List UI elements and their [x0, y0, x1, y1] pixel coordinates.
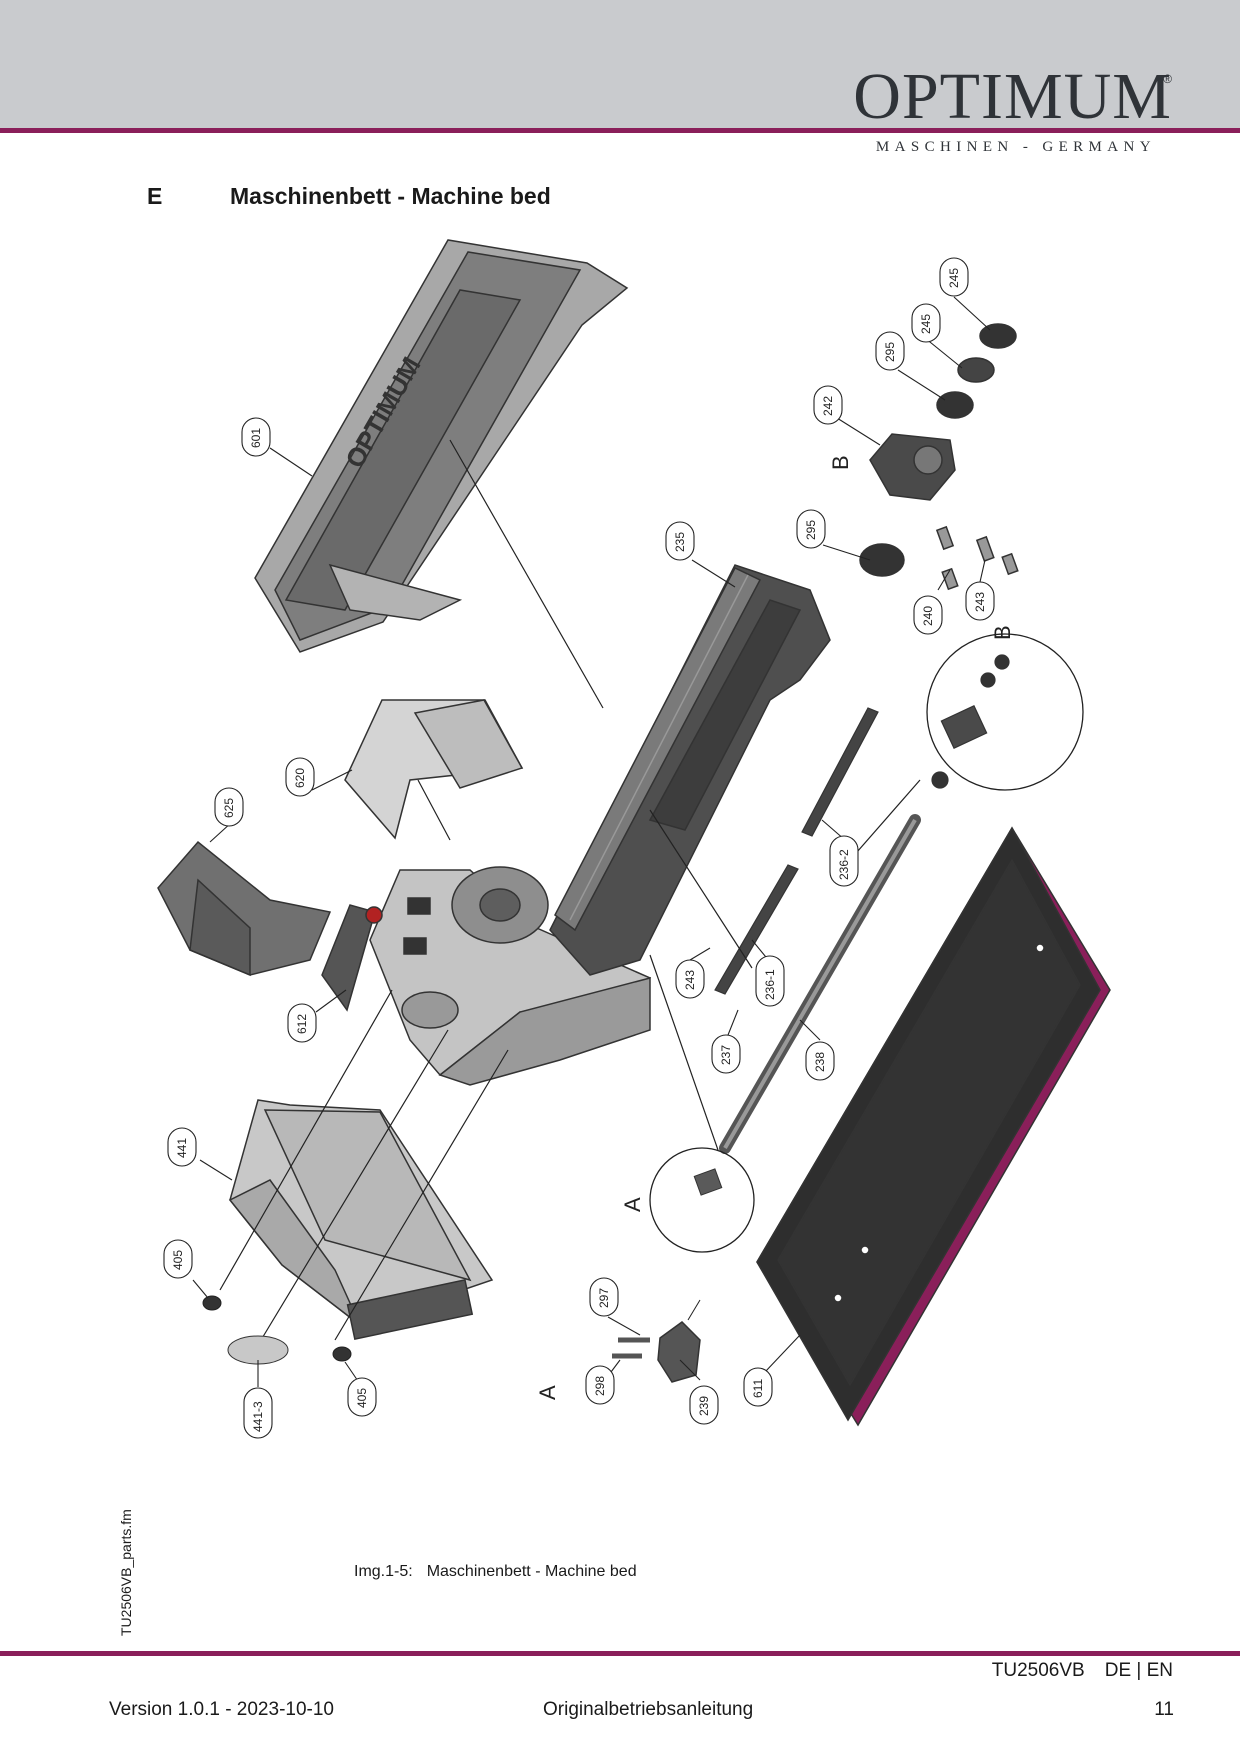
- callout-625: [214, 787, 244, 827]
- callout-405-right: [347, 1377, 377, 1417]
- callout-245: [911, 303, 941, 343]
- header-band: [0, 0, 1240, 128]
- callout-237-text: 237: [719, 1045, 733, 1065]
- brand-logo: OPTIMUM: [853, 60, 1172, 133]
- callout-298-text: 298: [593, 1376, 607, 1396]
- callout-295-top-text: 295: [883, 342, 897, 362]
- callout-612-text: 612: [295, 1014, 309, 1034]
- callout-611-text: 611: [751, 1379, 765, 1398]
- callout-295-text: 295: [804, 520, 818, 540]
- callout-295-top: [875, 331, 905, 371]
- callout-620-text: 620: [293, 768, 307, 788]
- callout-239-text: 239: [697, 1396, 711, 1416]
- callout-243-upper: [965, 581, 995, 621]
- callout-405-left-text: 405: [171, 1250, 185, 1270]
- callout-235: [665, 521, 695, 561]
- callout-243-upper-text: 243: [973, 592, 987, 612]
- callout-441: [167, 1127, 197, 1167]
- caption-number: Img.1-5:: [354, 1563, 413, 1580]
- footer-document-type: Originalbetriebsanleitung: [543, 1699, 754, 1720]
- language-codes: DE | EN: [1104, 1660, 1173, 1681]
- detail-label-b-exploded: B: [828, 455, 853, 470]
- callout-238-text: 238: [813, 1052, 827, 1072]
- callout-235-text: 235: [673, 532, 687, 552]
- callout-245-top-text: 245: [947, 268, 961, 288]
- brand-tagline: MASCHINEN - GERMANY: [875, 139, 1156, 155]
- registered-mark: ®: [1163, 72, 1172, 86]
- callout-236-1: [755, 955, 785, 1007]
- machine-bed-235: [549, 564, 831, 976]
- detail-label-a: A: [620, 1197, 645, 1212]
- callout-295: [796, 509, 826, 549]
- foot-405-left: [202, 1295, 222, 1311]
- callout-242-text: 242: [821, 396, 835, 416]
- cover-disc-441-3: [227, 1335, 289, 1365]
- callout-612: [287, 1003, 317, 1043]
- rack-236-2: [801, 707, 879, 837]
- section-title: Maschinenbett - Machine bed: [230, 183, 551, 209]
- machine-cover-601: OPTIMUM: [254, 239, 629, 653]
- callout-601-text: 601: [249, 428, 263, 448]
- footer-version: Version 1.0.1 - 2023-10-10: [109, 1699, 334, 1720]
- callout-441-text: 441: [175, 1138, 189, 1158]
- foot-405-right: [332, 1346, 352, 1362]
- callout-237: [711, 1034, 741, 1074]
- callout-236-1-text: 236-1: [763, 969, 777, 1000]
- detail-b-exploded: [859, 323, 1019, 591]
- footer-model: TU2506VB DE | EN: [992, 1660, 1173, 1682]
- callout-236-2-text: 236-2: [837, 849, 851, 880]
- callout-236-2: [829, 835, 859, 887]
- detail-circle-b: [926, 633, 1084, 791]
- callout-238: [805, 1041, 835, 1081]
- callout-242: [813, 385, 843, 425]
- callout-441-3-text: 441-3: [251, 1401, 265, 1432]
- callout-297-text: 297: [597, 1288, 611, 1308]
- rack-236-1: [714, 864, 799, 995]
- detail-label-b: B: [990, 625, 1015, 640]
- chip-tray-611: [756, 826, 1111, 1427]
- callout-441-3: [243, 1387, 273, 1439]
- callout-620: [285, 757, 315, 797]
- detail-circle-a: [649, 1147, 755, 1253]
- callout-405-right-text: 405: [355, 1388, 369, 1408]
- figure-caption: Img.1-5: Maschinenbett - Machine bed: [354, 1563, 637, 1581]
- callout-243-lower: [675, 959, 705, 999]
- callout-601: [241, 417, 271, 457]
- footer-rule: [0, 1651, 1240, 1656]
- callout-243-lower-text: 243: [683, 970, 697, 990]
- callout-611: [743, 1367, 773, 1407]
- caption-text: Maschinenbett - Machine bed: [426, 1563, 637, 1580]
- headstock: [365, 866, 652, 1086]
- callout-297: [589, 1277, 619, 1317]
- section-letter: E: [147, 183, 163, 209]
- callout-405-left: [163, 1239, 193, 1279]
- cover-plate-612: [321, 904, 376, 1012]
- callout-298: [585, 1365, 615, 1405]
- bracket-620: [344, 699, 524, 840]
- header-rule: [0, 128, 1240, 133]
- page-number: 11: [1154, 1699, 1174, 1720]
- callout-240: [913, 595, 943, 635]
- callout-239: [689, 1385, 719, 1425]
- source-filename: TU2506VB_parts.fm: [118, 1509, 134, 1636]
- detail-a-exploded: [612, 1299, 701, 1383]
- splash-guard-441: [228, 1099, 494, 1340]
- callout-245-text: 245: [919, 314, 933, 334]
- detail-label-a-exploded: A: [535, 1385, 560, 1400]
- model-number: TU2506VB: [991, 1660, 1085, 1681]
- guard-625: [157, 840, 332, 977]
- callout-240-text: 240: [921, 606, 935, 626]
- callout-625-text: 625: [222, 798, 236, 818]
- callout-245-top: [939, 257, 969, 297]
